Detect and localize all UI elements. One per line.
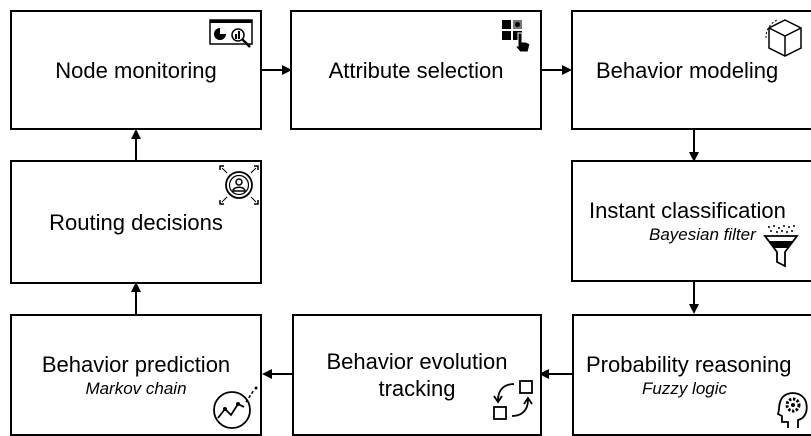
attribute-selection-box: Attribute selection xyxy=(290,10,542,130)
behavior-modeling-box: Behavior modeling xyxy=(571,10,811,130)
markov-chain-label: Markov chain xyxy=(85,378,187,398)
behavior-prediction-box: Behavior prediction Markov chain xyxy=(10,314,262,436)
user-routing-icon xyxy=(219,165,259,205)
instant-classification-label: Instant classification xyxy=(589,197,786,223)
probability-reasoning-box: Probability reasoning Fuzzy logic xyxy=(572,314,811,436)
routing-decisions-box: Routing decisions xyxy=(10,160,262,284)
behavior-evolution-label-line2: tracking xyxy=(378,376,456,401)
attribute-selection-label: Attribute selection xyxy=(328,57,504,83)
node-monitoring-label: Node monitoring xyxy=(55,57,217,83)
funnel-filter-icon xyxy=(763,225,799,268)
cycle-transition-icon xyxy=(493,380,533,420)
behavior-prediction-label: Behavior prediction xyxy=(41,351,231,377)
behavior-evolution-box: Behavior evolution tracking xyxy=(292,314,542,436)
probability-reasoning-label: Probability reasoning xyxy=(586,351,792,377)
routing-decisions-label: Routing decisions xyxy=(49,209,223,235)
dashboard-icon xyxy=(209,19,253,48)
head-gear-icon xyxy=(776,392,808,428)
behavior-evolution-label-line1: Behavior evolution xyxy=(326,349,508,374)
behavior-modeling-label: Behavior modeling xyxy=(596,57,779,83)
grid-select-icon xyxy=(502,20,531,53)
bayesian-filter-label: Bayesian filter xyxy=(649,224,756,244)
trend-prediction-icon xyxy=(213,386,258,429)
fuzzy-logic-label: Fuzzy logic xyxy=(642,378,728,398)
instant-classification-box: Instant classification Bayesian filter xyxy=(571,160,811,282)
cube-icon xyxy=(765,19,802,57)
node-monitoring-box: Node monitoring xyxy=(10,10,262,130)
